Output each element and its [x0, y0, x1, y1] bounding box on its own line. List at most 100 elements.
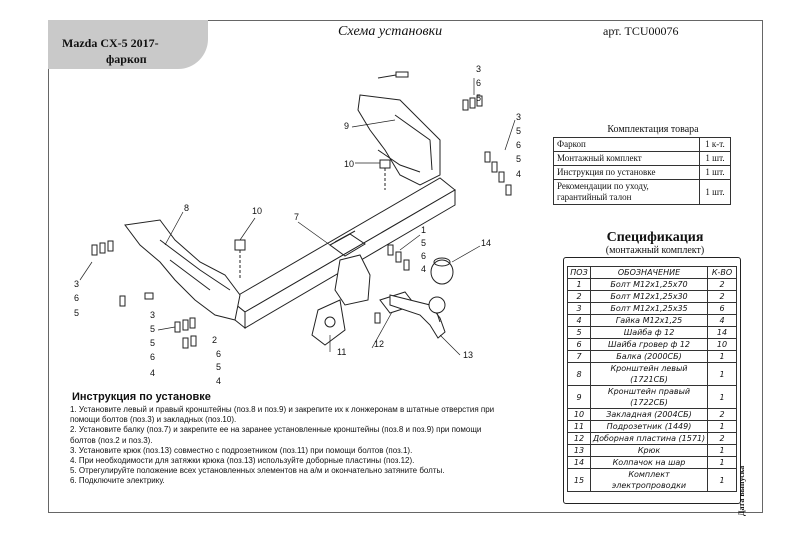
instructions-text: 1. Установите левый и правый кронштейны …: [70, 405, 530, 487]
callout-4: 4: [150, 368, 155, 378]
callout-6: 6: [150, 352, 155, 362]
hook-part: [389, 294, 446, 339]
callout-10: 10: [344, 159, 354, 169]
callout-9: 9: [344, 121, 349, 131]
spec-cell-name: Болт М12х1,25х30: [590, 290, 708, 303]
left-bracket-part: [124, 219, 241, 321]
spec-cell-pos: 3: [567, 302, 591, 315]
spec-cell-qty: 2: [707, 278, 737, 291]
spec-cell-pos: 6: [567, 338, 591, 351]
callout-numbers: 3 6 5 9 10 3 5 6 5 4 8 10 7 1 5 6 4 14 3…: [74, 64, 521, 386]
spec-cell-pos: 15: [567, 468, 591, 492]
callout-5: 5: [74, 308, 79, 318]
spec-cell-pos: 13: [567, 444, 591, 457]
callout-5: 5: [516, 126, 521, 136]
callout-3: 3: [476, 64, 481, 74]
callout-10: 10: [252, 206, 262, 216]
callout-14: 14: [481, 238, 491, 248]
spec-cell-pos: 5: [567, 326, 591, 339]
callout-3: 3: [74, 279, 79, 289]
article-number: арт. TCU00076: [603, 24, 679, 38]
spec-header-pos: ПОЗ: [567, 266, 591, 279]
callout-5: 5: [516, 154, 521, 164]
callout-2: 2: [212, 335, 217, 345]
spec-cell-qty: 2: [707, 432, 737, 445]
vehicle-label: Mazda CX-5 2017-: [62, 36, 159, 50]
embedded-plate-right: [379, 159, 391, 169]
callout-13: 13: [463, 350, 473, 360]
callout-1: 1: [421, 225, 426, 235]
spec-cell-name: Кронштейн правый (1722СБ): [590, 385, 708, 409]
kit-item-qty: 1 шт.: [699, 165, 731, 180]
instruction-line: 6. Подключите электрику.: [70, 476, 165, 486]
spec-cell-pos: 2: [567, 290, 591, 303]
kit-item-name: Фаркоп: [553, 137, 700, 152]
spec-cell-name: Доборная пластина (1571): [590, 432, 708, 445]
spec-cell-qty: 1: [707, 385, 737, 409]
callout-4: 4: [216, 376, 221, 386]
spec-cell-pos: 12: [567, 432, 591, 445]
callout-6: 6: [421, 251, 426, 261]
kit-row: Монтажный комплект 1 шт.: [553, 151, 731, 166]
instructions-title: Инструкция по установке: [72, 391, 211, 403]
product-label: фаркоп: [106, 52, 147, 66]
spec-cell-qty: 1: [707, 444, 737, 457]
callout-5: 5: [421, 238, 426, 248]
callout-4: 4: [421, 264, 426, 274]
kit-row: Инструкция по установке 1 шт.: [553, 165, 731, 180]
callout-6: 6: [74, 293, 79, 303]
spec-cell-pos: 7: [567, 350, 591, 363]
spec-cell-name: Балка (2000СБ): [590, 350, 708, 363]
spec-cell-pos: 9: [567, 385, 591, 409]
spec-cell-name: Колпачок на шар: [590, 456, 708, 469]
spec-cell-qty: 1: [707, 362, 737, 386]
spec-subtitle: (монтажный комплект): [605, 245, 705, 256]
spec-cell-pos: 4: [567, 314, 591, 327]
instruction-line: 1. Установите левый и правый кронштейны …: [70, 405, 495, 414]
spec-cell-name: Крюк: [590, 444, 708, 457]
spec-cell-pos: 14: [567, 456, 591, 469]
release-date-text: Дата выпуска: [737, 465, 746, 516]
kit-item-qty: 1 шт.: [699, 151, 731, 166]
kit-item-qty: 1 шт.: [699, 179, 731, 205]
fasteners: [91, 71, 512, 349]
spec-cell-pos: 11: [567, 420, 591, 433]
callout-5: 5: [476, 93, 481, 103]
callout-11: 11: [337, 347, 346, 357]
spec-header-row: ПОЗ ОБОЗНАЧЕНИЕ К-ВО: [567, 266, 737, 279]
spec-cell-name: Болт М12х1,25х35: [590, 302, 708, 315]
kit-table: Фаркоп 1 к-т. Монтажный комплект 1 шт. И…: [553, 137, 731, 205]
spec-cell-name: Болт М12х1,25х70: [590, 278, 708, 291]
spec-cell-pos: 8: [567, 362, 591, 386]
spec-cell-qty: 2: [707, 290, 737, 303]
spec-cell-pos: 1: [567, 278, 591, 291]
release-date-label: Дата выпуска: [737, 440, 749, 520]
socket-plate-part: [311, 254, 371, 346]
callout-7: 7: [294, 212, 299, 222]
spec-cell-qty: 1: [707, 456, 737, 469]
instruction-line: 2. Установите балку (поз.7) и закрепите …: [70, 425, 482, 435]
spec-cell-qty: 1: [707, 350, 737, 363]
spec-frame: [563, 257, 741, 504]
callout-6: 6: [516, 140, 521, 150]
embedded-plate-left: [234, 239, 246, 251]
spec-header-name: ОБОЗНАЧЕНИЕ: [590, 266, 708, 279]
spec-cell-pos: 10: [567, 408, 591, 421]
spec-cell-qty: 6: [707, 302, 737, 315]
callout-5: 5: [150, 324, 155, 334]
callout-8: 8: [184, 203, 189, 213]
spec-cell-qty: 2: [707, 408, 737, 421]
